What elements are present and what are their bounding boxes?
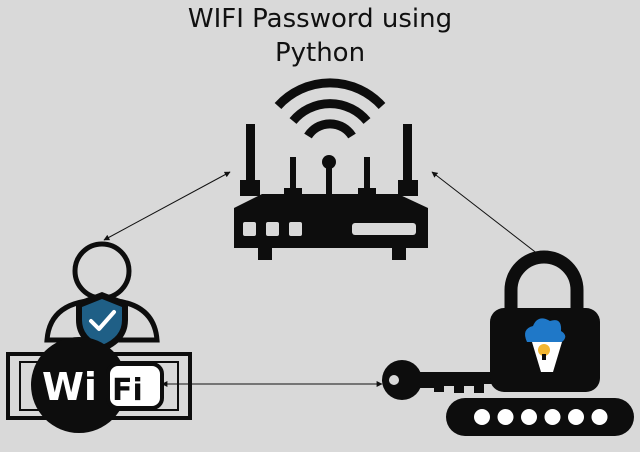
password-dot [568,409,584,425]
wifi-badge-left-text: Wi [42,365,97,409]
page-title: WIFI Password using Python [0,2,640,70]
password-field-icon [446,398,634,436]
password-dot [521,409,537,425]
password-dot [497,409,514,425]
arrow-router-to-user [103,171,231,241]
password-dot [591,409,608,425]
wifi-badge-right-text: Fi [112,373,143,408]
key-icon [382,360,494,400]
password-dot [544,409,561,425]
arrow-router-to-lock [431,171,544,259]
cloud-keyhole-icon [525,318,566,372]
wifi-badge-icon: Wi Fi [6,337,192,433]
password-dot [474,409,490,425]
title-line-2: Python [274,38,366,68]
shield-check-icon [76,292,128,352]
title-line-1: WIFI Password using [187,4,453,34]
router-icon [234,78,428,260]
